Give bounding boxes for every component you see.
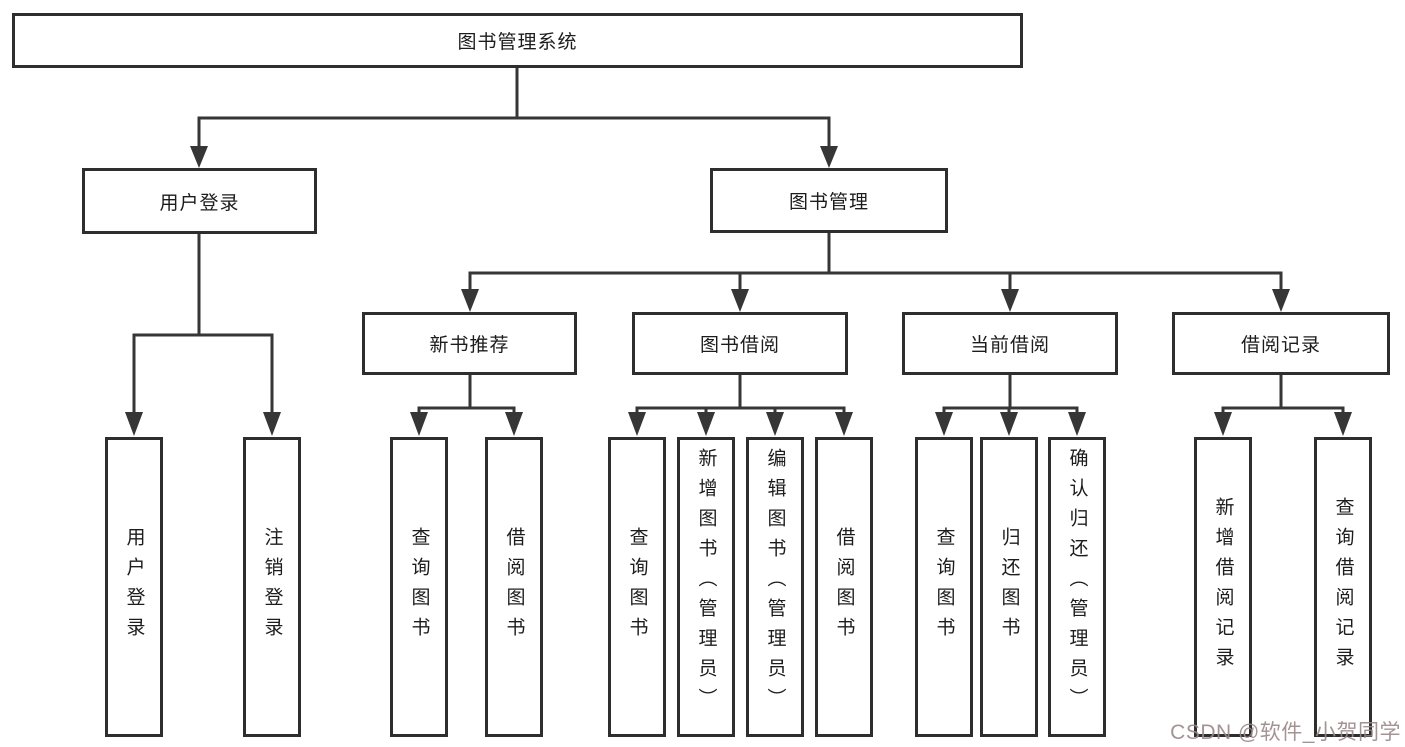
arrow-down-icon (125, 412, 143, 436)
leaf-nb-query-books: 查询图书 (390, 437, 448, 737)
node-label: 借阅图书 (503, 527, 525, 647)
node-label: 图书管理 (788, 192, 869, 213)
leaf-cb-return-books: 归还图书 (980, 437, 1038, 737)
leaf-nb-borrow-books: 借阅图书 (485, 437, 543, 737)
node-borrowing-records: 借阅记录 (1172, 312, 1390, 375)
arrow-down-icon (1068, 412, 1086, 436)
leaf-bb-edit-books-admin: 编辑图书（管理员） (746, 437, 804, 737)
connector-user-login (125, 232, 281, 436)
watermark: CSDN @软件_小贺同学 (1170, 721, 1401, 744)
leaf-user-login: 用户登录 (105, 437, 163, 737)
node-label: 新增图书（管理员） (695, 448, 717, 718)
arrow-down-icon (935, 412, 953, 436)
arrow-down-icon (835, 412, 853, 436)
connector-book-borrowing (628, 373, 853, 436)
leaf-bb-add-books-admin: 新增图书（管理员） (677, 437, 735, 737)
node-label: 当前借阅 (969, 335, 1050, 356)
leaf-bb-query-books: 查询图书 (608, 437, 666, 737)
arrow-down-icon (766, 412, 784, 436)
node-root: 图书管理系统 (12, 13, 1023, 68)
node-book-borrowing: 图书借阅 (632, 312, 848, 375)
arrow-down-icon (1272, 289, 1290, 312)
node-label: 新书推荐 (429, 335, 510, 356)
arrow-down-icon (1334, 412, 1352, 436)
arrow-down-icon (461, 289, 479, 312)
node-label: 查询图书 (933, 527, 955, 647)
arrow-down-icon (731, 289, 749, 312)
node-label: 查询借阅记录 (1332, 497, 1354, 677)
arrow-down-icon (410, 412, 428, 436)
arrow-down-icon (1214, 412, 1232, 436)
leaf-cb-query-books: 查询图书 (915, 437, 973, 737)
leaf-cb-confirm-return-admin: 确认归还（管理员） (1048, 437, 1106, 737)
leaf-br-query-record: 查询借阅记录 (1314, 437, 1372, 737)
arrow-down-icon (1000, 412, 1018, 436)
node-label: 编辑图书（管理员） (764, 448, 786, 718)
node-label: 图书借阅 (699, 335, 780, 356)
leaf-br-add-record: 新增借阅记录 (1194, 437, 1252, 737)
arrow-down-icon (820, 146, 838, 168)
arrow-down-icon (505, 412, 523, 436)
connector-new-book-recommendation (410, 373, 523, 436)
node-label: 新增借阅记录 (1212, 497, 1234, 677)
connector-current-borrowing (935, 373, 1086, 436)
node-label: 借阅图书 (833, 527, 855, 647)
leaf-logout: 注销登录 (243, 437, 301, 737)
connector-root (190, 66, 838, 168)
node-label: 用户登录 (123, 527, 145, 647)
arrow-down-icon (697, 412, 715, 436)
arrow-down-icon (190, 146, 208, 168)
node-label: 注销登录 (261, 527, 283, 647)
node-user-login: 用户登录 (82, 168, 317, 234)
arrow-down-icon (1001, 289, 1019, 312)
node-label: 归还图书 (998, 527, 1020, 647)
connector-borrowing-records (1214, 373, 1352, 436)
node-label: 查询图书 (626, 527, 648, 647)
leaf-bb-borrow-books: 借阅图书 (815, 437, 873, 737)
node-label: 查询图书 (408, 527, 430, 647)
node-label: 借阅记录 (1240, 335, 1321, 356)
node-label: 确认归还（管理员） (1066, 448, 1088, 718)
arrow-down-icon (263, 412, 281, 436)
node-label: 用户登录 (159, 192, 240, 214)
arrow-down-icon (628, 412, 646, 436)
node-current-borrowing: 当前借阅 (902, 312, 1118, 375)
node-label: 图书管理系统 (457, 32, 578, 53)
node-book-management: 图书管理 (710, 168, 948, 233)
connector-book-management (461, 231, 1290, 312)
node-new-book-recommendation: 新书推荐 (362, 312, 577, 375)
